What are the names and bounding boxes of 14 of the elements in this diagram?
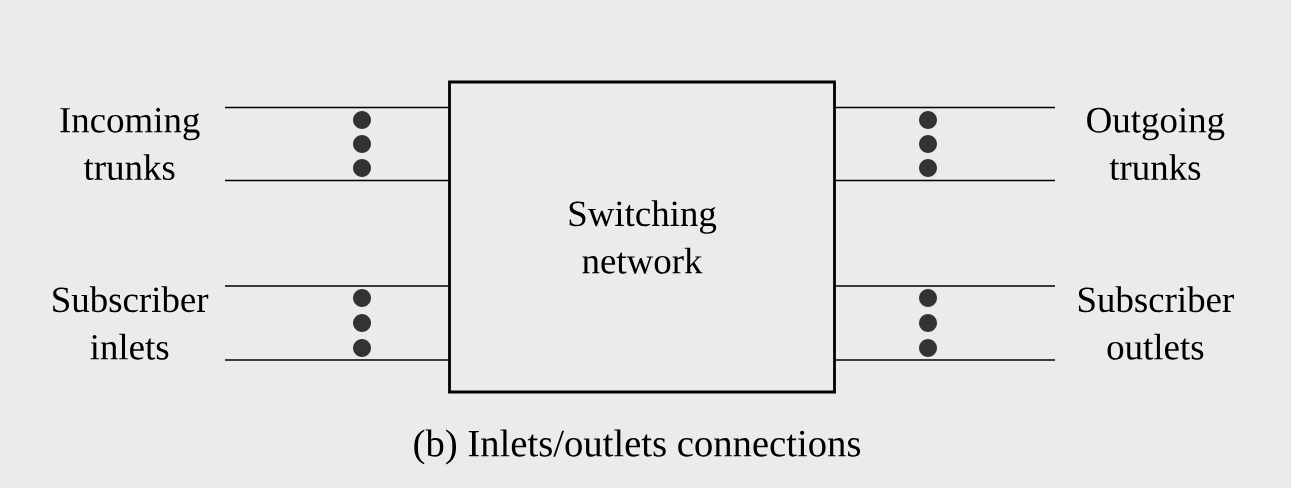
connection-line bbox=[835, 179, 1056, 182]
connection-line bbox=[224, 359, 449, 361]
connection-line bbox=[835, 359, 1056, 361]
port-label: Outgoing trunks bbox=[1087, 107, 1225, 181]
connection-line bbox=[835, 106, 1056, 109]
connection-line bbox=[224, 285, 449, 287]
connection-line bbox=[835, 285, 1056, 287]
port-label: Subscriber outlets bbox=[1078, 286, 1234, 360]
port-label: Incoming trunks bbox=[60, 107, 200, 181]
port-label: Subscriber inlets bbox=[53, 286, 209, 360]
process-box: Switching network bbox=[448, 80, 836, 394]
connection-line bbox=[224, 106, 449, 109]
caption: (b) Inlets/outlets connections bbox=[414, 429, 861, 465]
connection-line bbox=[224, 179, 449, 182]
